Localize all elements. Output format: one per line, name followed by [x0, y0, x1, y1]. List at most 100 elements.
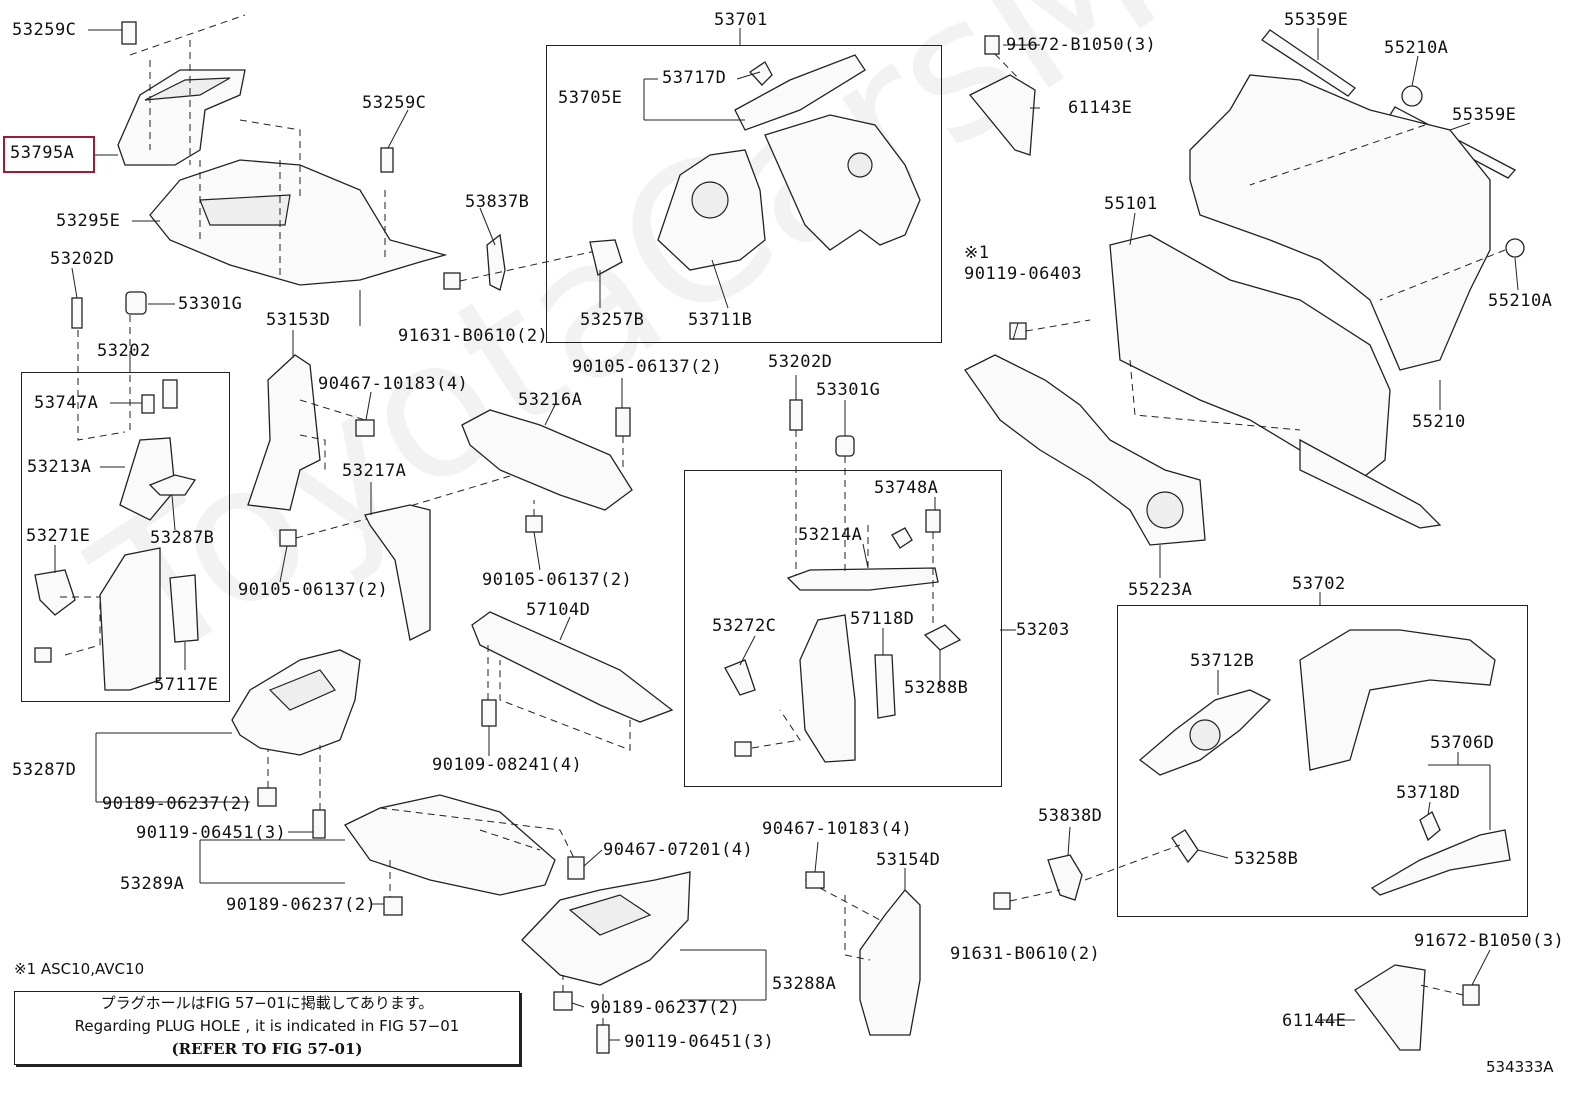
dash-53838D — [1009, 889, 1061, 902]
label-53838D[interactable]: 53838D — [1038, 806, 1103, 826]
label-53301G-a[interactable]: 53301G — [178, 294, 243, 314]
label-53202D-b[interactable]: 53202D — [768, 352, 833, 372]
label-90119-06451-a[interactable]: 90119-06451(3) — [136, 823, 287, 843]
label-90467-10183-b[interactable]: 90467-10183(4) — [762, 819, 913, 839]
label-53257B[interactable]: 53257B — [580, 310, 645, 330]
label-53216A[interactable]: 53216A — [518, 390, 583, 410]
part-57117E-shape — [169, 574, 199, 643]
label-90467-10183-a[interactable]: 90467-10183(4) — [318, 374, 469, 394]
part-57104D-shape — [471, 611, 674, 723]
label-53287D[interactable]: 53287D — [12, 760, 77, 780]
bolt-90105-06137-c — [525, 515, 543, 533]
part-53154D-shape — [859, 889, 921, 1036]
part-53702-apron — [1299, 629, 1496, 771]
label-55210A-a[interactable]: 55210A — [1384, 38, 1449, 58]
bolt-90119-06451-a — [312, 809, 326, 839]
label-61144E[interactable]: 61144E — [1282, 1011, 1347, 1031]
dash-53203 — [751, 430, 934, 749]
label-57118D[interactable]: 57118D — [850, 609, 915, 629]
label-57117E[interactable]: 57117E — [154, 675, 219, 695]
grommet-53301G-b — [835, 435, 855, 457]
label-53213A[interactable]: 53213A — [27, 457, 92, 477]
label-53288B[interactable]: 53288B — [904, 678, 969, 698]
part-61144E-shape — [1354, 964, 1426, 1051]
label-57104D[interactable]: 57104D — [526, 600, 591, 620]
part-53287D-rib — [268, 669, 336, 711]
label-91631-B0610-a[interactable]: 91631-B0610(2) — [398, 326, 549, 346]
label-90189-06237-a[interactable]: 90189-06237(2) — [102, 794, 253, 814]
label-91672-B1050-a[interactable]: 91672-B1050(3) — [1006, 35, 1157, 55]
label-53287B[interactable]: 53287B — [150, 528, 215, 548]
label-53295E[interactable]: 53295E — [56, 211, 121, 231]
clip-90467-07201 — [567, 856, 585, 880]
label-90105-06137-c[interactable]: 90105-06137(2) — [482, 570, 633, 590]
dash-53258B — [1084, 844, 1181, 881]
part-dash-insulator-shape — [1189, 74, 1491, 371]
label-53202[interactable]: 53202 — [97, 341, 151, 361]
bolt-left-lower — [34, 647, 52, 663]
label-90105-06137-b[interactable]: 90105-06137(2) — [572, 357, 723, 377]
grommet-53301G-a — [125, 291, 175, 315]
label-53259C-b[interactable]: 53259C — [362, 93, 427, 113]
label-55223A[interactable]: 55223A — [1128, 580, 1193, 600]
label-61143E[interactable]: 61143E — [1068, 98, 1133, 118]
label-53702[interactable]: 53702 — [1292, 574, 1346, 594]
label-53301G-b[interactable]: 53301G — [816, 380, 881, 400]
label-91672-B1050-b[interactable]: 91672-B1050(3) — [1414, 931, 1565, 951]
label-53153D[interactable]: 53153D — [266, 310, 331, 330]
label-53217A[interactable]: 53217A — [342, 461, 407, 481]
label-55359E-b[interactable]: 55359E — [1452, 105, 1517, 125]
clip-53259C-b — [380, 147, 394, 173]
label-53706D[interactable]: 53706D — [1430, 733, 1495, 753]
clip-90189-06237-c — [553, 991, 573, 1011]
part-53288A-rib — [568, 894, 652, 936]
label-53202D-a[interactable]: 53202D — [50, 249, 115, 269]
label-53837B[interactable]: 53837B — [465, 192, 530, 212]
label-53717D[interactable]: 53717D — [662, 68, 727, 88]
label-53259C-a[interactable]: 53259C — [12, 20, 77, 40]
label-90189-06237-c[interactable]: 90189-06237(2) — [590, 998, 741, 1018]
label-53154D[interactable]: 53154D — [876, 850, 941, 870]
label-55210[interactable]: 55210 — [1412, 412, 1466, 432]
label-90105-06137-a[interactable]: 90105-06137(2) — [238, 580, 389, 600]
plug-hole-note: プラグホールはFIG 57−01に掲載してあります。 Regarding PLU… — [14, 991, 520, 1065]
label-55210A-b[interactable]: 55210A — [1488, 291, 1553, 311]
label-53288A[interactable]: 53288A — [772, 974, 837, 994]
part-53257B-shape — [589, 239, 623, 276]
label-55101[interactable]: 55101 — [1104, 194, 1158, 214]
label-53747A[interactable]: 53747A — [34, 393, 99, 413]
plug-55210A-a — [1401, 85, 1423, 107]
label-90119-06451-b[interactable]: 90119-06451(3) — [624, 1032, 775, 1052]
label-53214A[interactable]: 53214A — [798, 525, 863, 545]
part-53289A-shape — [344, 794, 556, 896]
part-53272C-shape — [724, 659, 756, 696]
label-53289A[interactable]: 53289A — [120, 874, 185, 894]
label-53701[interactable]: 53701 — [714, 10, 768, 30]
label-53795A[interactable]: 53795A — [10, 143, 75, 163]
label-90189-06237-b[interactable]: 90189-06237(2) — [226, 895, 377, 915]
label-53711B[interactable]: 53711B — [688, 310, 753, 330]
label-53203[interactable]: 53203 — [1016, 620, 1070, 640]
label-90467-07201[interactable]: 90467-07201(4) — [603, 840, 754, 860]
label-55359E-a[interactable]: 55359E — [1284, 10, 1349, 30]
label-90119-06403[interactable]: 90119-06403 — [964, 264, 1083, 284]
label-53705E[interactable]: 53705E — [558, 88, 623, 108]
label-53258B[interactable]: 53258B — [1234, 849, 1299, 869]
label-53748A[interactable]: 53748A — [874, 478, 939, 498]
dash-90119-06403 — [1025, 319, 1091, 332]
label-53272C[interactable]: 53272C — [712, 616, 777, 636]
bolt-53203-b — [734, 741, 752, 757]
dash-53153D — [299, 399, 366, 470]
label-91631-B0610-b[interactable]: 91631-B0610(2) — [950, 944, 1101, 964]
highlight-box-53795A — [3, 136, 95, 173]
label-90109-08241[interactable]: 90109-08241(4) — [432, 755, 583, 775]
label-53712B[interactable]: 53712B — [1190, 651, 1255, 671]
dash-55101 — [1129, 124, 1506, 431]
dash-53287D — [267, 745, 321, 810]
bolt-90467-10183-b — [805, 871, 825, 889]
plug-note-line3[interactable]: (REFER TO FIG 57-01) — [171, 1040, 363, 1058]
label-53271E[interactable]: 53271E — [26, 526, 91, 546]
group-box-53203 — [684, 470, 1002, 787]
label-53718D[interactable]: 53718D — [1396, 783, 1461, 803]
